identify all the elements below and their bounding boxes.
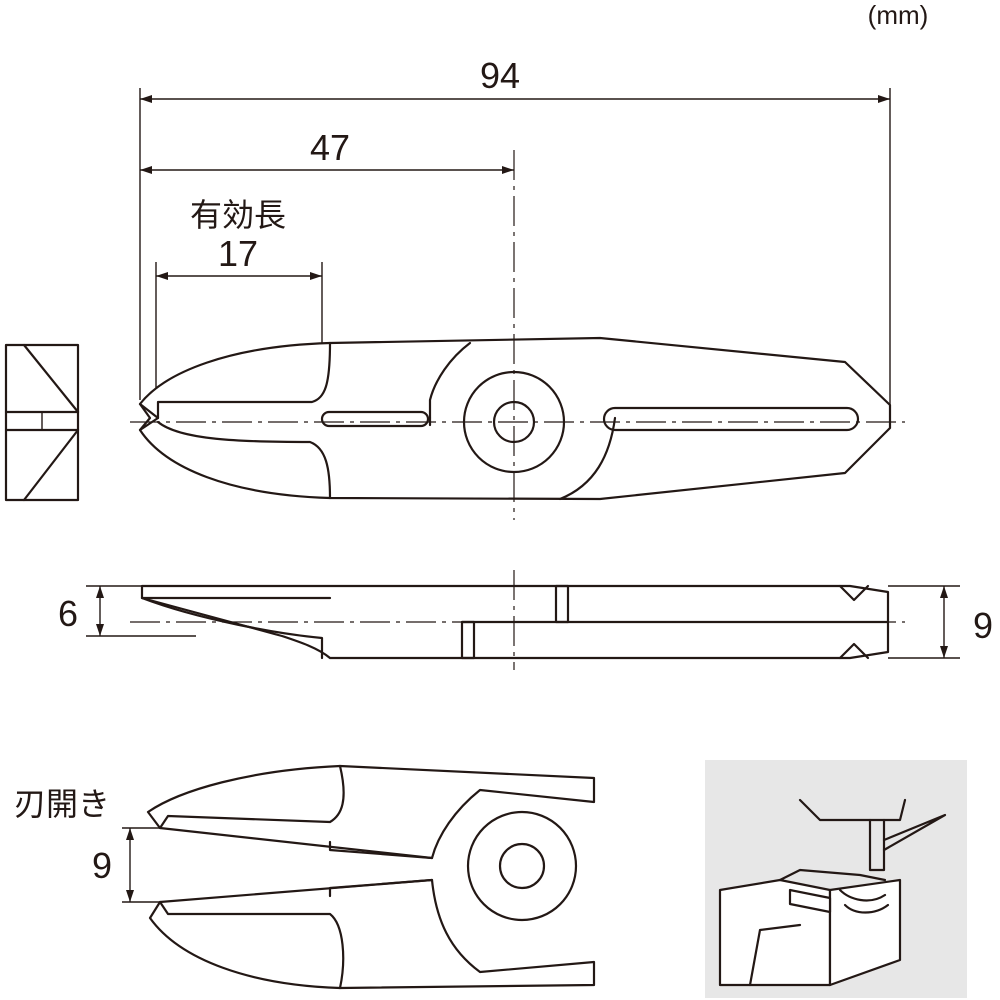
total-length-dimension: 94: [140, 55, 890, 103]
top-view: 94 47 有効長 17: [130, 55, 905, 520]
unit-label: (mm): [868, 0, 929, 30]
end-view: [4, 343, 80, 502]
total-length-value: 94: [480, 55, 520, 96]
open-pivot-circle: [466, 810, 578, 922]
body-thickness-value: 9: [973, 605, 993, 646]
blade-thickness-dimension: 6: [58, 586, 104, 636]
open-view: 刃開き 9: [14, 764, 596, 990]
effective-length-value: 17: [218, 233, 258, 274]
pivot-length-dimension: 47: [140, 127, 514, 174]
blade-thickness-value: 6: [58, 593, 78, 634]
blade-body-top: [138, 336, 892, 501]
effective-length-label: 有効長: [190, 196, 286, 234]
opening-value: 9: [92, 845, 112, 886]
opening-label: 刃開き: [14, 785, 110, 823]
body-thickness-dimension: 9: [940, 586, 993, 658]
pivot-length-value: 47: [310, 127, 350, 168]
side-view: 6 9: [58, 570, 993, 670]
effective-length-dimension: 有効長 17: [156, 196, 322, 280]
usage-illustration: [705, 760, 967, 998]
